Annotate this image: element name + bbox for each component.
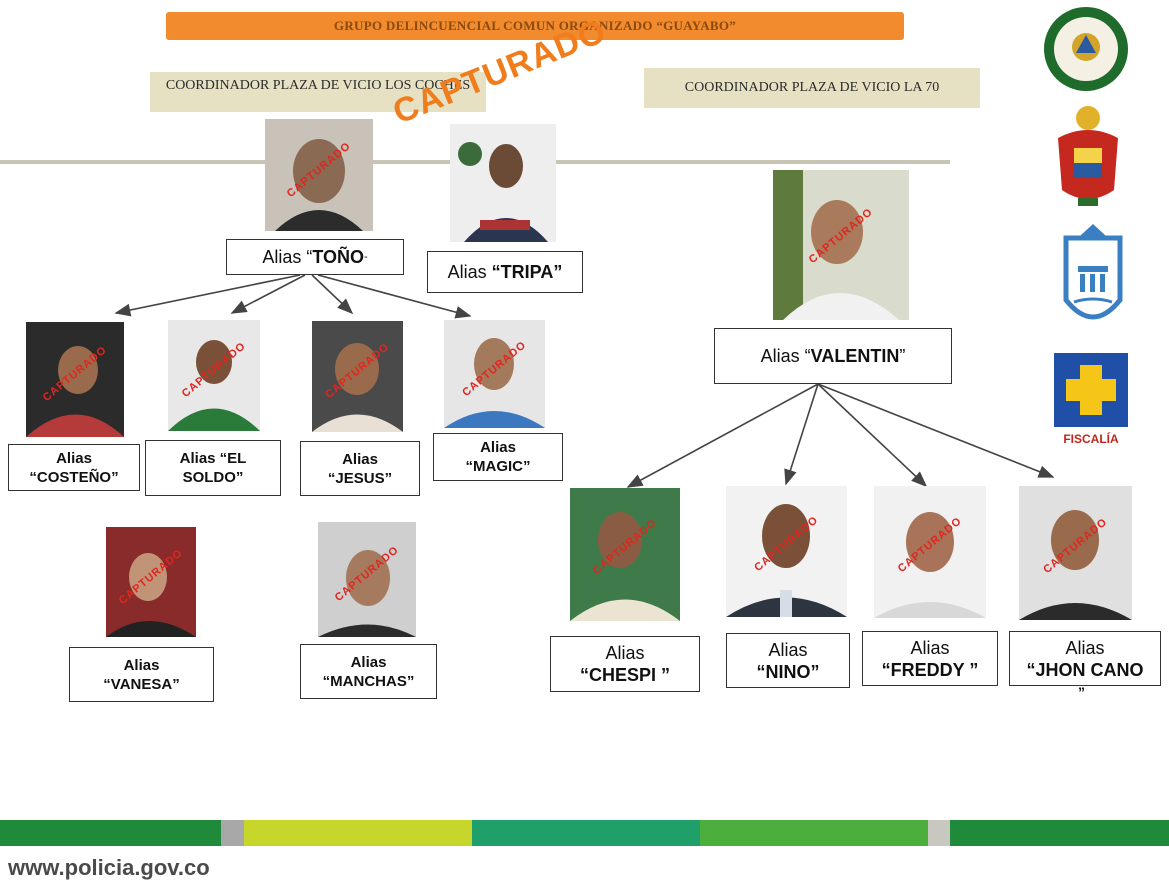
stripe-segment xyxy=(700,820,928,846)
photo-tono: CAPTURADO xyxy=(265,119,373,231)
stripe-segment xyxy=(950,820,1169,846)
photo-manchas: CAPTURADO xyxy=(318,522,416,637)
alias-line-1: Alias xyxy=(480,439,516,456)
alias-box-vanesa: Alias“VANESA” xyxy=(69,647,214,702)
alias-line-1: Alias xyxy=(123,656,160,674)
alias-name: “TRIPA” xyxy=(491,262,563,282)
photo-jesus: CAPTURADO xyxy=(312,321,403,432)
stripe-segment xyxy=(472,820,700,846)
arrow-valentin-jhon-cano xyxy=(817,383,1055,478)
fiscalia-logo-text: FISCALÍA xyxy=(1063,432,1119,446)
alias-line-2: “CHESPI ” xyxy=(579,665,671,685)
photo-freddy: CAPTURADO xyxy=(874,486,986,618)
arrow-valentin-freddy xyxy=(817,383,928,488)
alias-prefix: Alias “ xyxy=(262,247,313,267)
alias-line-1: Alias “EL xyxy=(179,450,247,467)
photo-vanesa: CAPTURADO xyxy=(106,527,196,637)
alias-line-2: “COSTEÑO” xyxy=(29,468,119,486)
alias-line-2: “JHON CANO xyxy=(1026,659,1144,680)
alias-line-1: Alias xyxy=(910,637,950,658)
stripe-segment xyxy=(244,820,472,846)
stripe-segment xyxy=(0,820,221,846)
alias-prefix: Alias “ xyxy=(760,346,811,366)
arrow-tono-magic xyxy=(317,274,472,319)
coordinator-label-los-coches: COORDINADOR PLAZA DE VICIO LOS COCHES xyxy=(150,72,486,112)
alias-line-1: Alias xyxy=(350,653,387,671)
photo-valentin: CAPTURADO xyxy=(773,170,909,320)
alias-box-magic: Alias “MAGIC” xyxy=(433,433,563,481)
photo-nino: CAPTURADO xyxy=(726,486,847,617)
alias-suffix: ” xyxy=(899,346,906,366)
stripe-segment xyxy=(221,820,244,846)
alias-line-2: “VANESA” xyxy=(103,675,180,693)
photo-soldo: CAPTURADO xyxy=(168,320,260,431)
coordinator-label-la-70: COORDINADOR PLAZA DE VICIO LA 70 xyxy=(644,68,980,108)
arrow-tono-costeno xyxy=(114,274,301,317)
stripe-segment xyxy=(928,820,950,846)
alias-line-2: “FREDDY ” xyxy=(881,659,979,680)
alias-suffix: - xyxy=(364,251,368,263)
footer-stripe xyxy=(0,820,1169,846)
alias-name: TOÑO xyxy=(312,247,364,267)
photo-jhon-cano: CAPTURADO xyxy=(1019,486,1132,620)
alias-line-1: Alias xyxy=(605,643,645,663)
photo-magic: CAPTURADO xyxy=(444,320,545,428)
alias-box-valentin: Alias “VALENTIN ” xyxy=(714,328,952,384)
alias-box-jhon-cano-overflow: ” xyxy=(1078,684,1085,700)
alias-line-1: Alias xyxy=(342,450,378,468)
alias-box-costeno: Alias“COSTEÑO” xyxy=(8,444,140,491)
photo-costeno: CAPTURADO xyxy=(26,322,124,437)
alias-box-manchas: Alias“MANCHAS” xyxy=(300,644,437,699)
alias-box-nino: Alias“NINO” xyxy=(726,633,850,688)
coat-of-arms-icon xyxy=(1044,98,1132,212)
police-seal-icon xyxy=(1040,5,1132,93)
arrow-valentin-chespi xyxy=(626,383,819,488)
alias-line-1: Alias xyxy=(768,639,808,660)
alias-line-2: “NINO” xyxy=(756,661,820,682)
alias-name: VALENTIN xyxy=(810,346,900,366)
arrow-tono-jesus xyxy=(311,274,354,315)
photo-chespi: CAPTURADO xyxy=(570,488,680,621)
photo-tripa xyxy=(450,124,556,242)
alias-box-jhon-cano: Alias“JHON CANO xyxy=(1009,631,1161,686)
alias-box-tono: Alias “TOÑO - xyxy=(226,239,404,275)
alias-box-tripa: Alias “TRIPA” xyxy=(427,251,583,293)
website-url[interactable]: www.policia.gov.co xyxy=(8,855,210,880)
alias-line-2: “JESUS” xyxy=(327,469,393,487)
arrow-valentin-nino xyxy=(784,383,819,486)
alias-line-2: SOLDO” xyxy=(182,469,244,486)
arrow-tono-soldo xyxy=(230,274,306,314)
alias-line-1: Alias xyxy=(56,449,92,467)
diagram-title: GRUPO DELINCUENCIAL COMUN ORGANIZADO “GU… xyxy=(166,12,904,40)
fiscalia-logo-icon: FISCALÍA xyxy=(1054,353,1128,455)
city-shield-icon xyxy=(1058,222,1128,340)
alias-line-2: “MANCHAS” xyxy=(322,672,415,690)
alias-box-jesus: Alias“JESUS” xyxy=(300,441,420,496)
alias-line-1: Alias xyxy=(1065,637,1105,658)
alias-box-chespi: Alias“CHESPI ” xyxy=(550,636,700,692)
alias-box-soldo: Alias “EL SOLDO” xyxy=(145,440,281,496)
alias-line-2: “MAGIC” xyxy=(465,458,531,475)
alias-box-freddy: Alias“FREDDY ” xyxy=(862,631,998,686)
alias-prefix: Alias xyxy=(447,262,487,282)
